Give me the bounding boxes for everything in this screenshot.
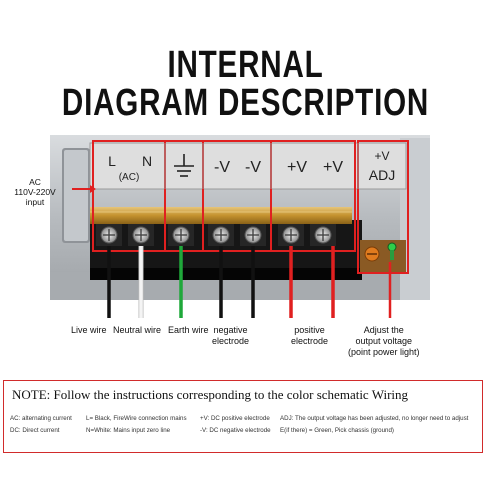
power-led-icon bbox=[387, 242, 397, 252]
terminal-label-adj: ADJ bbox=[369, 167, 395, 183]
live-wire-label: Live wire bbox=[71, 325, 107, 335]
note-heading: NOTE: Follow the instructions correspond… bbox=[12, 387, 409, 402]
note-row2-b: N=White: Mains input zero line bbox=[86, 427, 171, 434]
note-row1-d: ADJ: The output voltage has been adjuste… bbox=[280, 415, 469, 422]
positive-electrode-label: positive electrode bbox=[291, 325, 329, 346]
note-row1-c: +V: DC positive electrode bbox=[200, 415, 270, 422]
terminal-label-N: N bbox=[142, 153, 152, 169]
diagram-title-line1: INTERNAL bbox=[167, 44, 324, 86]
terminal-label-pos2: +V bbox=[323, 159, 343, 176]
terminal-label-panel bbox=[89, 142, 407, 190]
highlight-boxes bbox=[92, 140, 409, 274]
terminal-block-shadow bbox=[90, 268, 362, 280]
adjust-voltage-label: Adjust the output voltage (point power l… bbox=[348, 325, 420, 357]
brass-barrier-bar bbox=[90, 207, 352, 224]
note-row2-d: E(if there) = Green, Pick chassis (groun… bbox=[280, 427, 394, 434]
note-row1-a: AC: alternating current bbox=[10, 415, 72, 422]
note-row2-c: -V: DC negative electrode bbox=[200, 427, 271, 434]
box-positive bbox=[270, 140, 356, 252]
diagram-title-line2: DIAGRAM DESCRIPTION bbox=[61, 82, 430, 124]
terminal-label-L: L bbox=[108, 153, 116, 169]
wiring-note-box: NOTE: Follow the instructions correspond… bbox=[3, 380, 483, 453]
terminal-label-ac: (AC) bbox=[119, 172, 140, 183]
ac-input-label-line2: 110V-220V bbox=[14, 187, 56, 197]
neutral-wire-label: Neutral wire bbox=[113, 325, 162, 335]
note-row2-a: DC: Direct current bbox=[10, 427, 60, 434]
note-row1-b: L= Black, FireWire connection mains bbox=[86, 415, 187, 422]
ground-symbol-icon bbox=[174, 154, 194, 177]
earth-wire-label: Earth wire bbox=[168, 325, 209, 335]
terminal-label-pos1: +V bbox=[287, 159, 307, 176]
terminal-label-neg2: -V bbox=[245, 159, 261, 176]
ac-input-label: AC 110V-220V input bbox=[4, 177, 66, 207]
box-adjust bbox=[357, 140, 409, 274]
terminal-label-neg1: -V bbox=[214, 159, 230, 176]
chassis-side-slot-2 bbox=[64, 150, 88, 241]
ac-input-label-line1: AC bbox=[29, 177, 41, 187]
ac-input-label-line3: input bbox=[25, 197, 45, 207]
negative-electrode-label: negative electrode bbox=[212, 325, 250, 346]
terminal-label-adj-top: +V bbox=[374, 149, 389, 163]
